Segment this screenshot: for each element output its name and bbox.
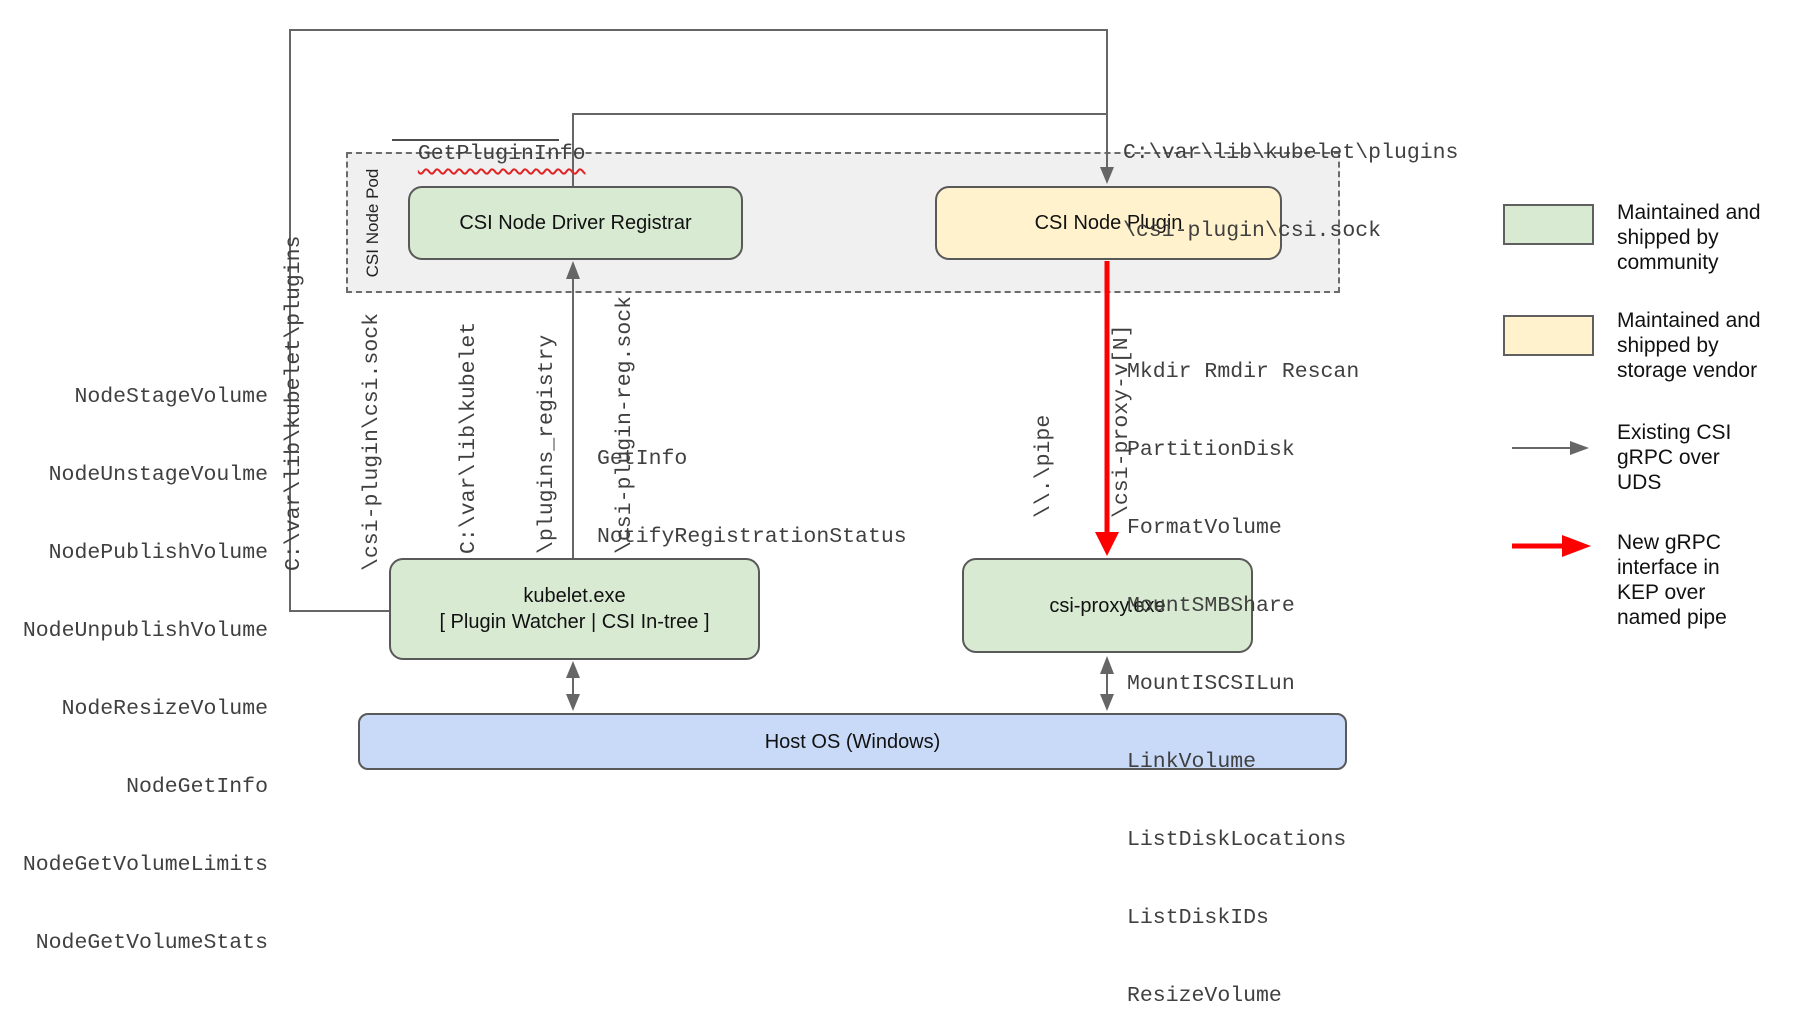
legend-vendor-line2: shipped by [1617,334,1719,357]
legend-community-line1: Maintained and [1617,201,1761,224]
csi-sock-vertical-line1: C:\var\lib\kubelet\plugins [282,235,306,571]
host-os-box: Host OS (Windows) [358,713,1347,770]
registrar-label: CSI Node Driver Registrar [459,212,692,234]
kubelet-label-line2: [ Plugin Watcher | CSI In-tree ] [439,611,710,633]
get-plugin-info-text: GetPluginInfo [417,142,586,166]
named-pipe-line1: \\.\pipe [1032,414,1056,518]
proxy-call-item: FormatVolume [1127,516,1282,540]
csi-sock-vertical-line2: \csi-plugin\csi.sock [360,312,384,571]
host-os-label: Host OS (Windows) [764,730,941,753]
legend-vendor-line1: Maintained and [1617,309,1761,332]
legend-uds-label: Existing CSI gRPC over UDS [1617,420,1731,495]
csi-node-driver-registrar-box: CSI Node Driver Registrar [408,186,743,260]
node-call-item: NodeResizeVolume [61,697,268,721]
proxy-call-item: ListDiskIDs [1127,906,1269,930]
legend-uds-line1: Existing CSI [1617,421,1732,444]
legend-community-label: Maintained and shipped by community [1617,200,1761,275]
kubelet-host-up-arrowhead-icon [566,661,580,678]
legend-pipe-line2: interface in [1617,556,1720,579]
reg-sock-line2: \plugins_registry [535,334,559,554]
proxy-call-item: ListDiskLocations [1127,828,1347,852]
node-call-item: NodeGetVolumeStats [35,931,268,955]
legend-community-swatch [1503,204,1594,245]
proxy-calls-list: Mkdir Rmdir Rescan PartitionDisk FormatV… [1127,307,1359,1035]
legend-pipe-line4: named pipe [1617,606,1727,629]
kubelet-host-down-arrowhead-icon [566,694,580,711]
proxy-host-down-arrowhead-icon [1100,694,1114,711]
proxy-call-item: LinkVolume [1127,750,1257,774]
registration-calls-label: GetInfo NotifyRegistrationStatus [597,394,907,576]
legend-pipe-arrowhead-icon [1562,535,1591,557]
proxy-call-item: ResizeVolume [1127,984,1282,1008]
proxy-call-item: Mkdir Rmdir Rescan [1127,360,1360,384]
legend-uds-line3: UDS [1617,471,1662,494]
named-pipe-red-arrowhead-icon [1095,532,1119,556]
legend-pipe-line1: New gRPC [1617,531,1721,554]
legend-community-line3: community [1617,251,1719,274]
csi-sock-path-line1: C:\var\lib\kubelet\plugins [1123,141,1459,165]
node-call-item: NodeGetInfo [126,775,268,799]
proxy-host-up-arrowhead-icon [1100,656,1114,674]
csi-sock-path-line2: \csi-plugin\csi.sock [1123,219,1382,243]
get-plugin-info-underline [392,139,559,141]
legend-vendor-swatch [1503,315,1594,356]
legend-uds-line2: gRPC over [1617,446,1720,469]
reg-sock-line1: C:\var\lib\kubelet [457,321,481,554]
legend-pipe-line3: KEP over [1617,581,1706,604]
proxy-call-item: MountSMBShare [1127,594,1295,618]
get-plugin-info-label: GetPluginInfo [392,115,586,167]
legend-vendor-line3: storage vendor [1617,359,1758,382]
kubelet-label-line1: kubelet.exe [523,585,626,607]
node-call-item: NodeUnstageVoulme [48,463,268,487]
registration-call-2: NotifyRegistrationStatus [597,525,907,549]
proxy-call-item: MountISCSILun [1127,672,1295,696]
legend-uds-arrowhead-icon [1570,441,1589,455]
legend-community-line2: shipped by [1617,226,1719,249]
csi-sock-path-label: C:\var\lib\kubelet\plugins \csi-plugin\c… [1123,88,1458,270]
legend-pipe-label: New gRPC interface in KEP over named pip… [1617,530,1727,630]
registration-call-1: GetInfo [597,447,688,471]
csi-windows-architecture-diagram: { "pod": { "label": "CSI Node Pod" }, "b… [22,29,1761,1008]
node-call-item: NodePublishVolume [48,541,268,565]
node-call-item: NodeUnpublishVolume [22,619,268,643]
legend-vendor-label: Maintained and shipped by storage vendor [1617,308,1761,383]
proxy-call-item: PartitionDisk [1127,438,1295,462]
node-calls-list: NodeStageVolume NodeUnstageVoulme NodePu… [23,332,268,982]
node-call-item: NodeStageVolume [74,385,268,409]
node-call-item: NodeGetVolumeLimits [22,853,268,877]
